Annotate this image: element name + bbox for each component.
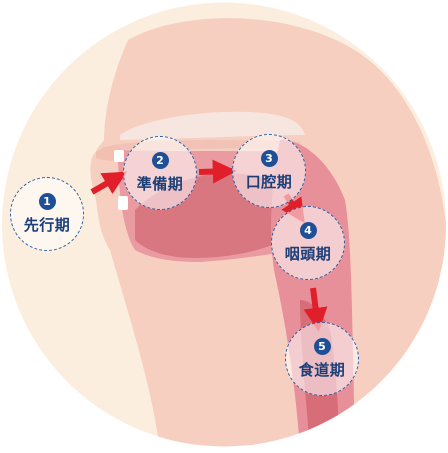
stage-4-number: 4: [300, 222, 317, 239]
stage-3-node: 3 口腔期: [232, 134, 306, 208]
arrow-2-to-3: [199, 171, 232, 172]
stage-2-number: 2: [152, 152, 169, 169]
upper-teeth: [114, 150, 124, 162]
stage-5-node: 5 食道期: [285, 322, 359, 396]
stage-4-node: 4 咽頭期: [271, 206, 345, 280]
stage-1-number: 1: [39, 193, 56, 210]
stage-2-node: 2 準備期: [123, 136, 197, 210]
stage-1-label: 先行期: [24, 214, 71, 235]
stage-5-label: 食道期: [299, 359, 346, 380]
lower-teeth: [118, 196, 128, 210]
stage-2-label: 準備期: [137, 173, 184, 194]
stage-4-label: 咽頭期: [285, 243, 332, 264]
stage-5-number: 5: [314, 338, 331, 355]
stage-3-number: 3: [261, 150, 278, 167]
stage-3-label: 口腔期: [246, 171, 293, 192]
stage-1-node: 1 先行期: [10, 177, 84, 251]
